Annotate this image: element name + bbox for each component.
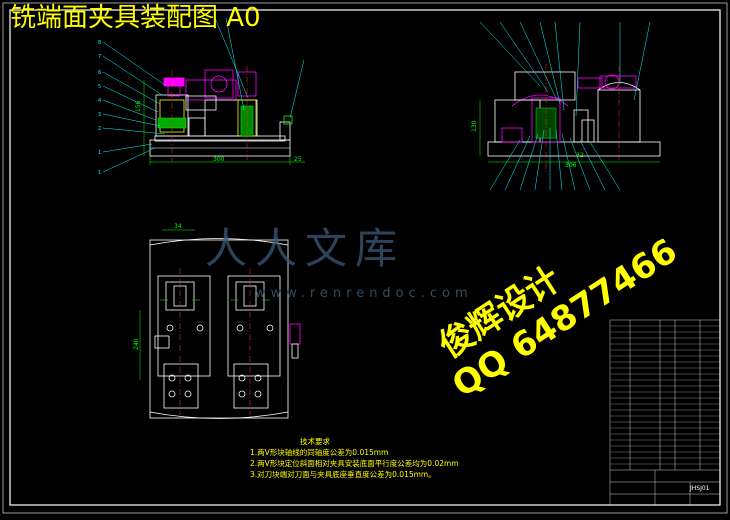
note-item: 1.两V形块轴线的同轴度公差为0.015mm	[250, 448, 389, 457]
svg-text:6: 6	[98, 70, 101, 76]
watermark-url: www.renrendoc.com	[255, 286, 473, 301]
front-view-callouts: 8 7 6 5 4 3 2 1 1	[98, 40, 101, 176]
note-item: 2.两V形块定位斜面相对夹具安装底面平行度公差均为0.02mm	[250, 459, 459, 468]
front-width-dim: 300	[213, 156, 225, 163]
plan-top-dim: 34	[174, 223, 182, 230]
technical-notes: 技术要求 1.两V形块轴线的同轴度公差为0.015mm 2.两V形块定位斜面相对…	[250, 436, 459, 480]
sheet-frame	[2, 2, 728, 514]
side-height-dim: 130	[471, 120, 478, 132]
svg-text:4: 4	[98, 98, 101, 104]
svg-text:2: 2	[98, 126, 101, 132]
front-height-dim: 156	[135, 100, 142, 112]
front-side-dim: 25	[294, 156, 302, 163]
drawing-number: JHSJ01	[690, 485, 710, 492]
svg-text:1: 1	[98, 150, 101, 156]
svg-text:7: 7	[98, 54, 101, 60]
svg-text:1: 1	[98, 170, 101, 176]
drawing-title: 铣端面夹具装配图 A0	[10, 3, 261, 33]
side-offset-dim: 32	[576, 152, 584, 159]
parts-list-rows	[610, 325, 720, 465]
side-view-leaders	[479, 21, 651, 191]
svg-text:3: 3	[98, 112, 101, 118]
plan-left-dim: 240	[133, 338, 140, 350]
parts-list	[609, 319, 721, 506]
notes-heading: 技术要求	[300, 437, 330, 446]
note-item: 3.对刀块端对刀面与夹具底座垂直度公差为0.015mm。	[250, 470, 436, 479]
side-view	[479, 64, 661, 172]
side-width-dim: 306	[565, 162, 577, 169]
plan-view	[139, 229, 301, 419]
svg-text:8: 8	[98, 40, 101, 46]
watermark-brand: 人人文库	[205, 224, 406, 273]
front-view	[143, 66, 305, 165]
front-view-leaders	[102, 17, 305, 173]
svg-text:5: 5	[98, 84, 101, 90]
